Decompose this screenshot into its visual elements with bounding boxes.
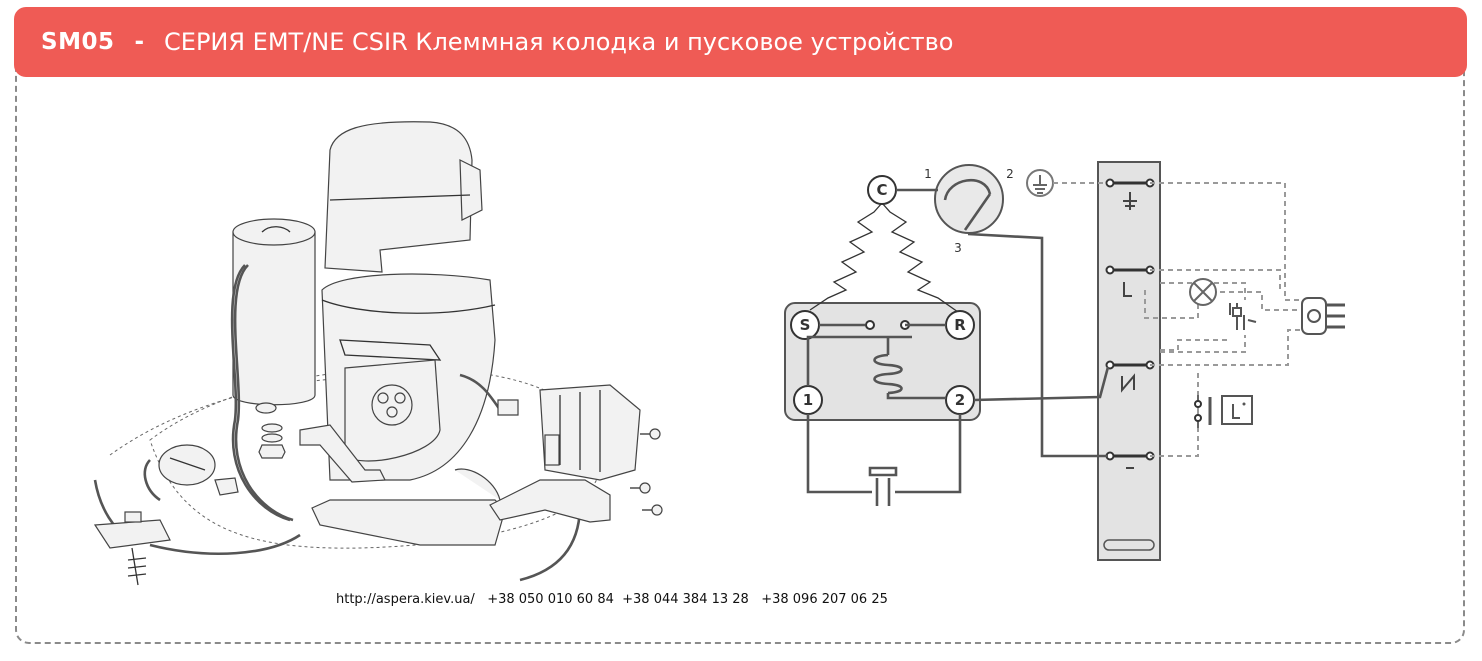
thermostat-symbol — [1194, 395, 1253, 428]
start-winding — [809, 202, 883, 311]
contact-footer: http://aspera.kiev.ua/ +38 050 010 60 84… — [336, 592, 888, 607]
relay-terminal-2-label: 2 — [955, 391, 965, 409]
door-switch-symbol — [1229, 303, 1257, 330]
series-code: SM05 — [41, 29, 115, 55]
terminal-strip-markings — [1121, 192, 1137, 469]
terminal-board-part — [344, 359, 441, 462]
wire-relay2-to-neutral — [973, 366, 1110, 402]
terminal-common-label: C — [876, 181, 887, 199]
mains-plug-symbol — [1301, 297, 1345, 335]
protector-pin-2-label: 2 — [1006, 167, 1014, 181]
protector-link — [963, 193, 992, 231]
start-relay-part — [497, 384, 641, 481]
terminal-strip-mount — [1103, 539, 1155, 551]
relay-terminal-1-label: 1 — [803, 391, 813, 409]
cover-clamp-part — [299, 424, 386, 483]
wiring-schematic: C S R 1 2 — [784, 161, 1345, 561]
terminal-run-label: R — [954, 316, 966, 334]
title-separator: - — [134, 29, 145, 55]
page-title: СЕРИЯ EMT/NE CSIR Клеммная колодка и пус… — [164, 28, 954, 56]
protector-bimetal — [943, 178, 992, 201]
protector-pin-1-label: 1 — [924, 167, 932, 181]
protector-pin-3-label: 3 — [954, 241, 962, 255]
run-capacitor-symbol — [806, 414, 962, 506]
wire-protector-to-phase — [967, 232, 1108, 458]
start-capacitor-part — [232, 218, 316, 414]
dome-cover-outline — [454, 468, 501, 501]
compressor-exploded-illustration — [93, 121, 663, 586]
overload-protector-part — [158, 444, 239, 496]
run-winding — [881, 202, 959, 313]
terminal-start-label: S — [800, 316, 811, 334]
lamp-icon — [1193, 282, 1213, 302]
thermostat-part — [93, 511, 171, 586]
cord-clamp-part — [489, 479, 611, 523]
mounting-base-plate — [311, 499, 506, 546]
fastener-parts — [258, 423, 663, 516]
start-relay-box — [784, 302, 981, 421]
relay-contact-and-coil — [806, 320, 946, 400]
external-dashed-wiring — [1053, 182, 1302, 457]
title-banner: SM05 - СЕРИЯ EMT/NE CSIR Клеммная колодк… — [14, 7, 1467, 77]
ground-icon — [1033, 175, 1047, 194]
